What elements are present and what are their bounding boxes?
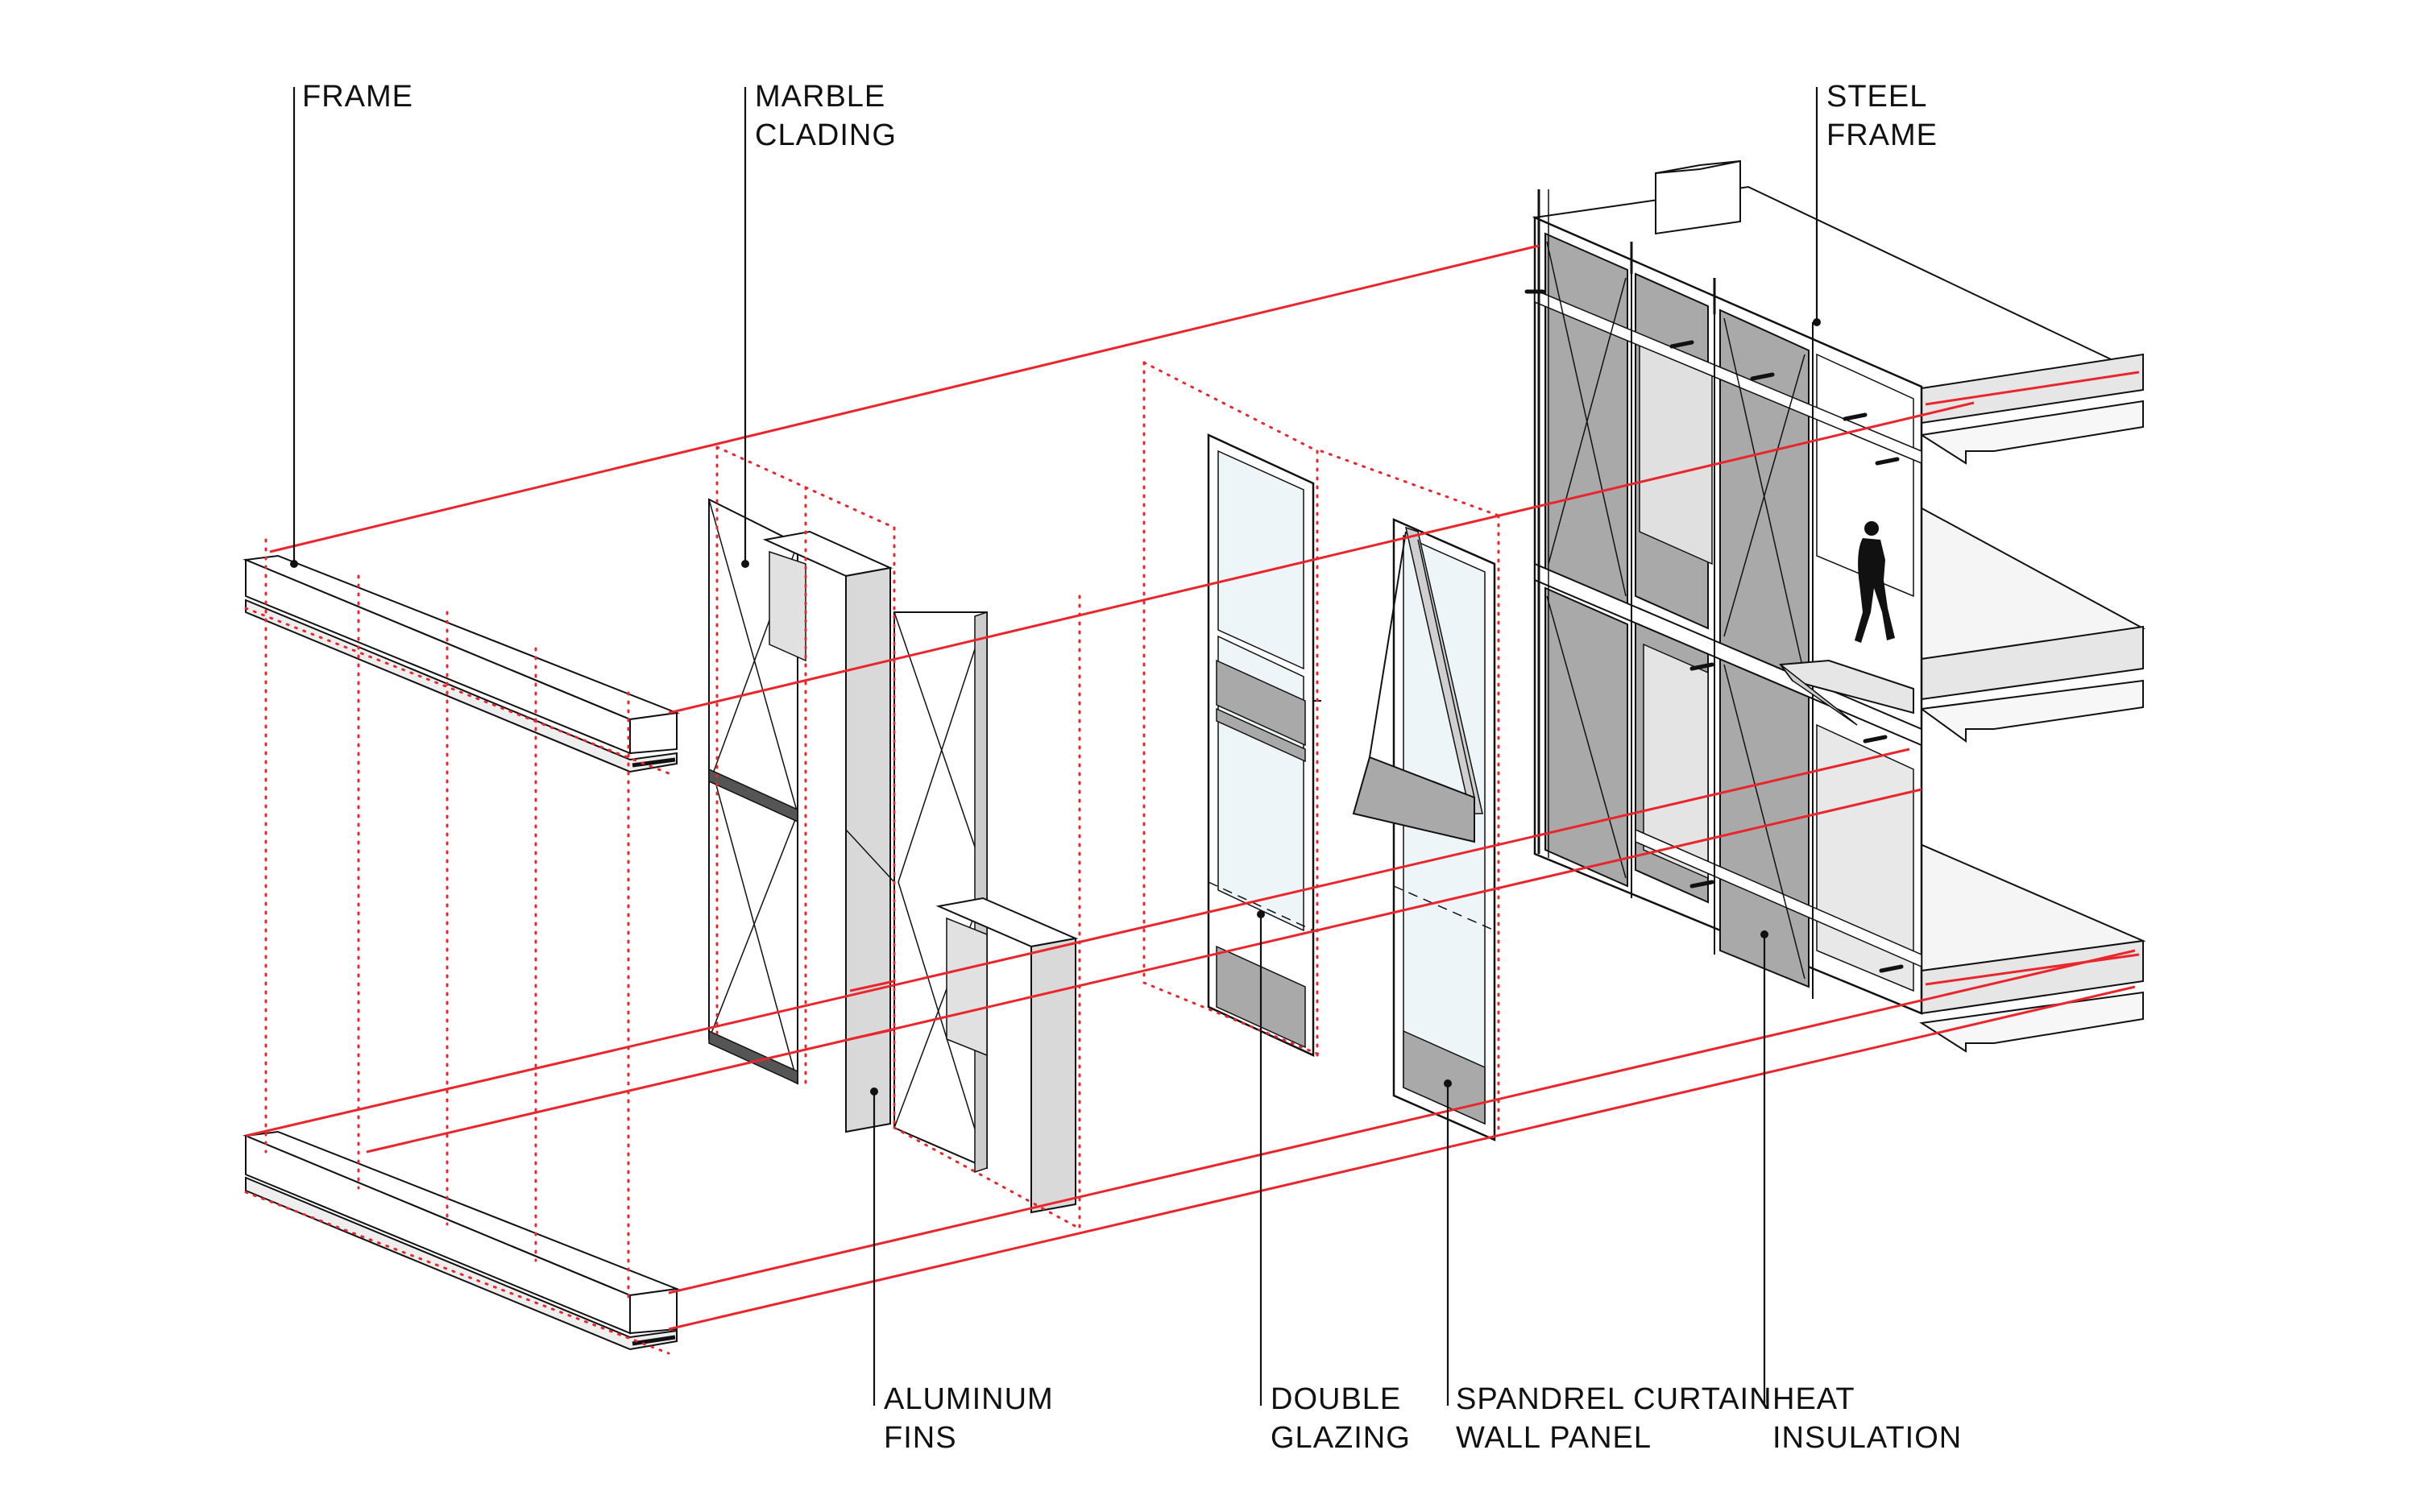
label-aluminum-fins-line1: ALUMINUM	[884, 1382, 1054, 1416]
person-silhouette-icon	[1855, 521, 1895, 643]
label-steel-frame-line1: STEEL	[1826, 80, 1928, 114]
dotted-guides	[244, 361, 1500, 1355]
projection-lines	[245, 244, 2136, 1331]
steel-frame-facade	[1524, 189, 1923, 1015]
spandrel-curtain-wall-panel	[1352, 518, 1496, 1141]
label-heat-insulation-line2: INSULATION	[1772, 1421, 1963, 1455]
label-heat-insulation: HEAT INSULATION	[1772, 1380, 1962, 1457]
label-marble-cladding: MARBLE CLADING	[755, 77, 897, 155]
frame-slabs	[243, 554, 680, 1351]
label-spandrel-panel-line2: WALL PANEL	[1456, 1421, 1652, 1455]
label-double-glazing: DOUBLE GLAZING	[1271, 1380, 1411, 1457]
label-double-glazing-line2: GLAZING	[1271, 1421, 1411, 1455]
label-heat-insulation-line1: HEAT	[1772, 1382, 1855, 1416]
label-steel-frame: STEEL FRAME	[1826, 77, 1938, 155]
label-spandrel-panel: SPANDREL CURTAIN WALL PANEL	[1456, 1380, 1772, 1457]
double-glazing-panel	[1207, 433, 1321, 1057]
roof-slab-underside	[1919, 400, 2144, 465]
label-frame: FRAME	[302, 77, 413, 116]
label-aluminum-fins-line2: FINS	[884, 1421, 957, 1455]
label-steel-frame-line2: FRAME	[1826, 118, 1938, 152]
label-double-glazing-line1: DOUBLE	[1271, 1382, 1402, 1416]
aluminum-fins	[762, 530, 1079, 1214]
label-leaders	[290, 87, 1821, 1406]
label-marble-cladding-line1: MARBLE	[755, 80, 886, 114]
label-frame-line1: FRAME	[302, 80, 413, 114]
label-marble-cladding-line2: CLADING	[755, 118, 897, 152]
label-aluminum-fins: ALUMINUM FINS	[884, 1380, 1054, 1457]
label-spandrel-panel-line1: SPANDREL CURTAIN	[1456, 1382, 1772, 1416]
